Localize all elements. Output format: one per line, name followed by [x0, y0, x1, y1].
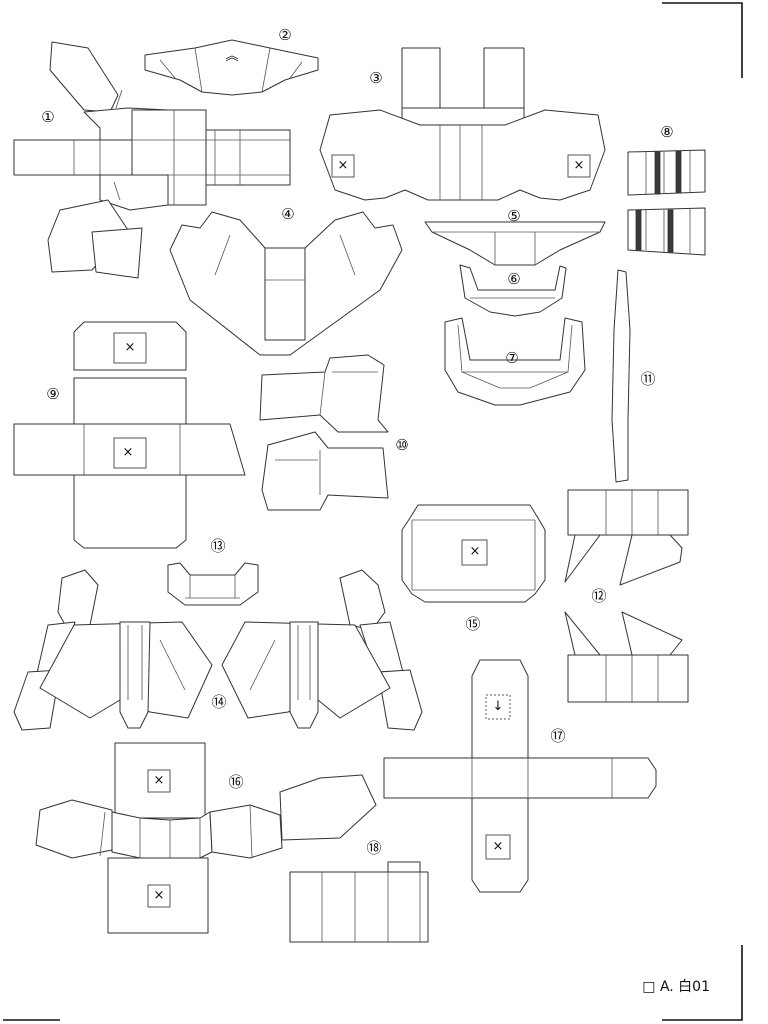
- part-label-11: ⑪: [640, 370, 656, 388]
- part-label-7: ⑦: [505, 349, 519, 367]
- part-label-15: ⑮: [465, 615, 481, 633]
- part-label-8: ⑧: [660, 123, 674, 141]
- part-label-2: ②: [278, 26, 292, 44]
- glue-x-mark: ×: [492, 839, 504, 854]
- part-8: [627, 149, 706, 256]
- glue-x-mark: ×: [573, 158, 585, 173]
- crop-marks: [3, 2, 743, 1021]
- part-label-17: ⑰: [550, 727, 566, 745]
- part-1: [13, 41, 291, 279]
- glue-x-mark: ×: [122, 445, 134, 460]
- part-label-18: ⑱: [366, 839, 382, 857]
- glue-x-mark: ×: [153, 773, 165, 788]
- part-4: [169, 211, 403, 356]
- part-3: [319, 47, 606, 201]
- glue-x-mark: ×: [337, 158, 349, 173]
- part-13: [167, 562, 259, 606]
- part-label-5: ⑤: [507, 207, 521, 225]
- part-2: [144, 39, 319, 96]
- part-14: [13, 569, 423, 731]
- part-label-13: ⑬: [210, 537, 226, 555]
- part-16: [35, 742, 377, 934]
- glue-x-mark: ×: [153, 888, 165, 903]
- part-label-4: ④: [281, 205, 295, 223]
- part-label-10: ⑩: [395, 436, 409, 454]
- part-17: [383, 659, 657, 893]
- part-label-16: ⑯: [228, 773, 244, 791]
- part-label-6: ⑥: [507, 270, 521, 288]
- part-9: [13, 321, 246, 549]
- sheet-code: □ A. 白01: [642, 979, 710, 995]
- part-label-14: ⑭: [211, 693, 227, 711]
- part-12: [564, 489, 689, 703]
- glue-x-mark: ×: [124, 340, 136, 355]
- part-5: [424, 221, 606, 266]
- part-11: [611, 269, 631, 483]
- glue-x-mark: ×: [469, 544, 481, 559]
- part-10: [259, 354, 389, 511]
- part-7: [444, 317, 586, 406]
- part-label-9: ⑨: [46, 385, 60, 403]
- part-15: [401, 504, 546, 603]
- part-label-1: ①: [41, 108, 55, 126]
- part-label-3: ③: [369, 69, 383, 87]
- part-6: [459, 264, 567, 317]
- double-chevron-up-icon: ︽: [225, 49, 239, 64]
- arrow-down-icon: ↓: [492, 699, 504, 714]
- part-18: [289, 861, 429, 943]
- part-label-12: ⑫: [591, 587, 607, 605]
